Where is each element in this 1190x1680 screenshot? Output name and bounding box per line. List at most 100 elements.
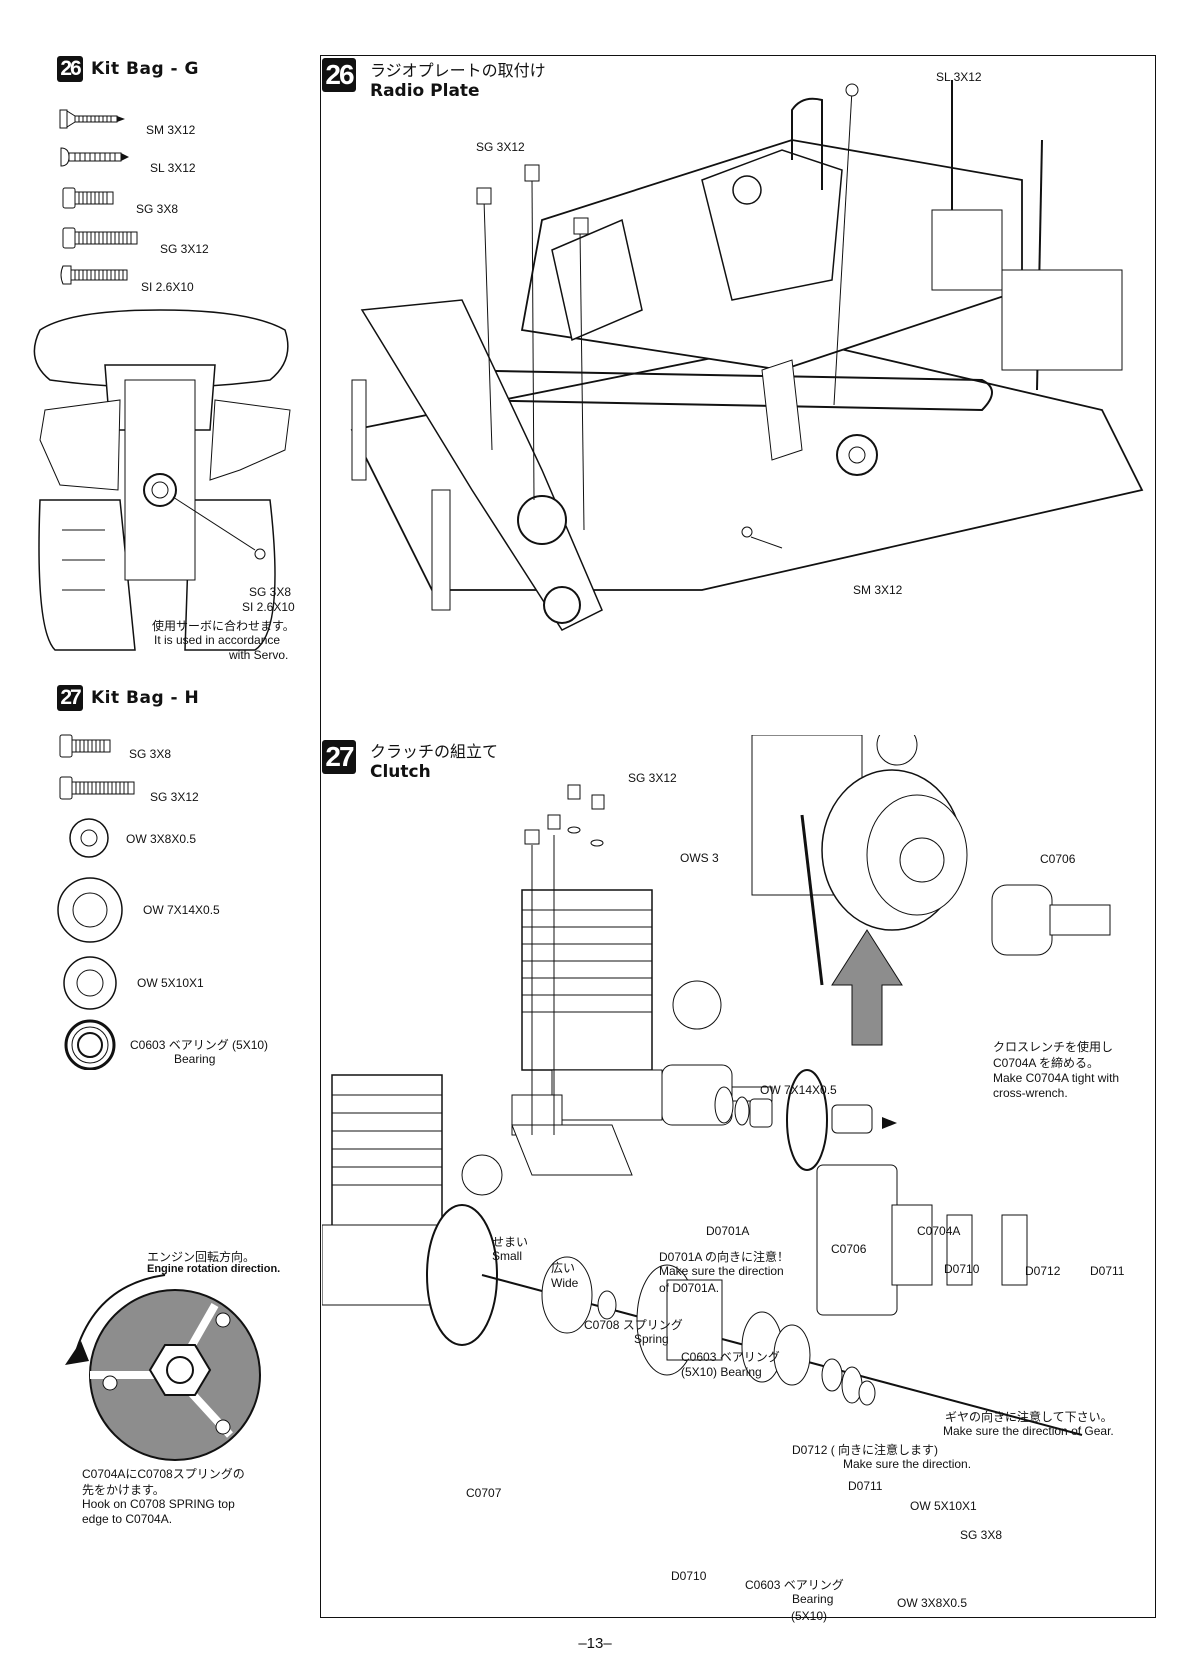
kit-g-part-si: SI 2.6X10 (141, 280, 194, 294)
step27-d0712: D0712 (1025, 1264, 1061, 1278)
servo-callout-si: SI 2.6X10 (242, 600, 295, 614)
step27-c0603b-en1: Bearing (792, 1592, 834, 1606)
hook-note-en1: Hook on C0708 SPRING top (82, 1497, 235, 1511)
step26-label-sl: SL 3X12 (936, 70, 982, 84)
sg312-h-screw-icon (59, 776, 135, 800)
ow38-washer-icon (69, 818, 109, 858)
kit-h-part-ow714: OW 7X14X0.5 (143, 903, 220, 917)
step26-label-sm: SM 3X12 (853, 583, 903, 597)
wrench-detail-drawing (751, 735, 1111, 986)
wrench-note-jp2: C0704A を締める。 (993, 1056, 1100, 1070)
step27-ows3: OWS 3 (680, 851, 719, 865)
step27-title-jp: クラッチの組立て (370, 744, 499, 761)
ow5101-washer-icon (63, 956, 117, 1010)
sl-screw-icon-26 (845, 83, 859, 97)
step27-d0701a: D0701A (706, 1224, 750, 1238)
clutch-assembly-drawing (322, 735, 1111, 1436)
kit-h-step-number: 27 (57, 685, 83, 711)
bearing-icon (64, 1019, 116, 1070)
kit-h-parts-drawing (57, 734, 135, 1070)
hook-note-jp1: C0704AにC0708スプリングの (82, 1467, 245, 1481)
sm-screw-icon (59, 109, 125, 129)
step27-d0712-en: Make sure the direction. (843, 1457, 972, 1471)
kit-g-part-sg38: SG 3X8 (136, 202, 179, 216)
step26-label-sg: SG 3X12 (476, 140, 525, 154)
kit-h-title: Kit Bag - H (91, 688, 200, 708)
gear-note-en: Make sure the direction of Gear. (943, 1424, 1114, 1438)
sm-screw-icon-26 (741, 526, 753, 538)
step27-sg312: SG 3X12 (628, 771, 677, 785)
step27-d0711b: D0711 (848, 1479, 883, 1493)
sg-screw-a-icon (476, 187, 492, 205)
step27-sg38: SG 3X8 (960, 1528, 1003, 1542)
gear-parts-drawing (816, 1164, 1028, 1316)
step27-ow714: OW 7X14X0.5 (760, 1083, 837, 1097)
step26-number: 26 (322, 58, 356, 92)
d0701a-note-en2: of D0701A. (659, 1281, 720, 1295)
sg-screw-c-icon (573, 217, 589, 235)
step27-c0706a: C0706 (1040, 852, 1076, 866)
step27-d0710: D0710 (944, 1262, 980, 1276)
step27-d0711: D0711 (1090, 1264, 1125, 1278)
kit-g-part-sg312: SG 3X12 (160, 242, 209, 256)
servo-callout-sg38: SG 3X8 (249, 585, 292, 599)
clutch-shoe-drawing (65, 1274, 261, 1461)
step27-title-en: Clutch (370, 762, 431, 782)
rotation-arrow-icon (65, 1341, 89, 1365)
wrench-note-jp1: クロスレンチを使用し (993, 1040, 1114, 1054)
step26-title-jp: ラジオプレートの取付け (370, 63, 546, 80)
kit-h-part-ow38: OW 3X8X0.5 (126, 832, 197, 846)
step27-small: Small (492, 1249, 523, 1263)
step27-c0707: C0707 (466, 1486, 502, 1500)
radio-plate-chassis-drawing (350, 80, 1144, 631)
step27-c0603-en: (5X10) Bearing (681, 1365, 762, 1379)
step27-c0708-jp: C0708 スプリング (584, 1318, 683, 1332)
kit-g-part-sm: SM 3X12 (146, 123, 196, 137)
tighten-arrow-icon (831, 929, 903, 1046)
step27-c0708-en: Spring (634, 1332, 669, 1346)
servo-note-en2: with Servo. (229, 648, 289, 662)
kit-g-screws-drawing (59, 109, 138, 285)
step27-wide: Wide (551, 1276, 579, 1290)
engine-bottom-drawing (322, 1074, 503, 1346)
kit-g-title: Kit Bag - G (91, 59, 199, 79)
kit-h-part-sg312: SG 3X12 (150, 790, 199, 804)
ow714-washer-icon (57, 877, 123, 943)
step27-c0603-jp: C0603 ベアリング (681, 1350, 780, 1364)
steps-frame (320, 55, 1156, 1618)
d0701a-note-jp: D0701A の向きに注意！ (659, 1250, 790, 1264)
hook-note-en2: edge to C0704A. (82, 1512, 173, 1526)
kit-h-bearing-en: Bearing (174, 1052, 216, 1066)
si-screw-icon (60, 265, 128, 285)
step27-c0603b-en2: (5X10) (791, 1609, 828, 1623)
gear-note-jp: ギヤの向きに注意して下さい。 (945, 1410, 1113, 1424)
step26-title-en: Radio Plate (370, 81, 480, 101)
d0701a-note-en1: Make sure the direction (659, 1264, 784, 1278)
hook-note-jp2: 先をかけます。 (82, 1483, 165, 1497)
step27-semai: せまい (492, 1235, 529, 1249)
step27-d0710b: D0710 (671, 1569, 707, 1583)
kit-h-part-ow5101: OW 5X10X1 (137, 976, 204, 990)
step27-ow5101: OW 5X10X1 (910, 1499, 977, 1513)
kit-h-part-bearing: C0603 ベアリング (5X10) (130, 1038, 269, 1052)
step27-hiroi: 広い (551, 1261, 576, 1275)
wrench-note-en2: cross-wrench. (993, 1086, 1068, 1100)
servo-note-jp: 使用サーボに合わせます。 (152, 619, 295, 633)
sg-screw-b-icon (524, 164, 540, 182)
rotation-note-en: Engine rotation direction. (147, 1263, 281, 1275)
step27-c0704a: C0704A (917, 1224, 961, 1238)
servo-mount-drawing (33, 309, 291, 651)
wrench-note-en1: Make C0704A tight with (993, 1071, 1120, 1085)
kit-h-part-sg38: SG 3X8 (129, 747, 172, 761)
step27-d0712-jp: D0712 ( 向きに注意します) (792, 1443, 939, 1457)
servo-note-en1: It is used in accordance (154, 633, 281, 647)
engine-top-drawing (511, 889, 773, 1176)
sl-screw-icon (60, 147, 129, 167)
step27-number: 27 (322, 740, 356, 774)
sg312-screw-icon (62, 227, 138, 249)
step27-c0706b: C0706 (831, 1242, 867, 1256)
arrow-right-icon (882, 1117, 897, 1129)
sg38-h-screw-icon (59, 734, 111, 758)
kit-g-part-sl: SL 3X12 (150, 161, 196, 175)
sg38-screw-icon (62, 187, 114, 209)
